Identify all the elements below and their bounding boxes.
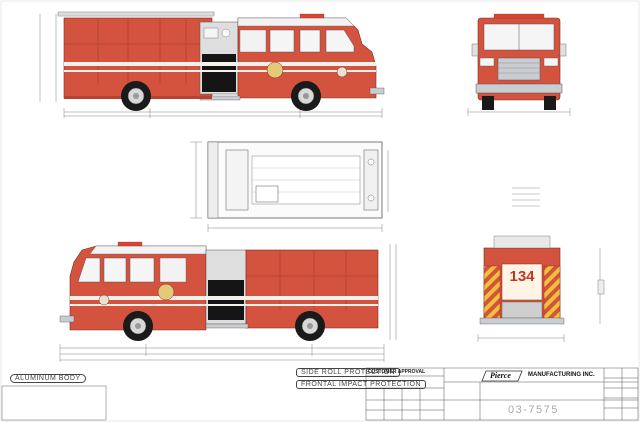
title-block <box>365 367 639 421</box>
seal-officer <box>157 283 175 301</box>
front-view <box>467 13 571 116</box>
cab-window-rear <box>269 29 295 53</box>
front-bumper-face <box>475 83 563 94</box>
chevron-right <box>543 265 561 321</box>
front-bumper <box>369 87 385 95</box>
plan-legend <box>512 187 540 207</box>
frontal-impact-label: FRONTAL IMPACT PROTECTION <box>296 380 426 389</box>
pierce-brand: Pierce <box>490 371 511 380</box>
top-side-view <box>39 11 385 118</box>
customer-approval-label: CUSTOMER APPROVAL <box>368 369 426 375</box>
pierce-logo-mark <box>481 370 523 382</box>
front-wheel <box>291 81 321 111</box>
light-bar <box>299 13 325 19</box>
front-light-bar <box>493 13 545 19</box>
front-wheel-officer <box>123 311 153 341</box>
windshield-officer <box>77 257 101 283</box>
rear-view <box>477 235 605 342</box>
department-seal <box>266 61 284 79</box>
pump-door <box>202 54 236 92</box>
rear-wheel <box>121 81 151 111</box>
notes-block <box>1 385 107 421</box>
body-material-label: ALUMINUM BODY <box>10 374 86 383</box>
light-bar-officer <box>117 241 143 247</box>
reflective-stripe <box>64 62 376 66</box>
windshield <box>325 29 355 53</box>
rear-wheel-officer <box>295 311 325 341</box>
drawing-number: 03-7575 <box>508 404 559 416</box>
grille <box>497 57 541 81</box>
chevron-left <box>483 265 501 321</box>
cab-window-front <box>299 29 321 53</box>
unit-number-rear: 134 <box>509 268 535 285</box>
bottom-side-view <box>59 241 397 362</box>
side-roll-label: SIDE ROLL PROTECTION <box>296 368 401 377</box>
company-name: MANUFACTURING INC. <box>528 372 595 378</box>
plan-view <box>190 141 540 232</box>
bumper-officer <box>59 315 75 323</box>
rear-number-panel <box>501 263 543 301</box>
stripe-officer <box>70 296 378 300</box>
